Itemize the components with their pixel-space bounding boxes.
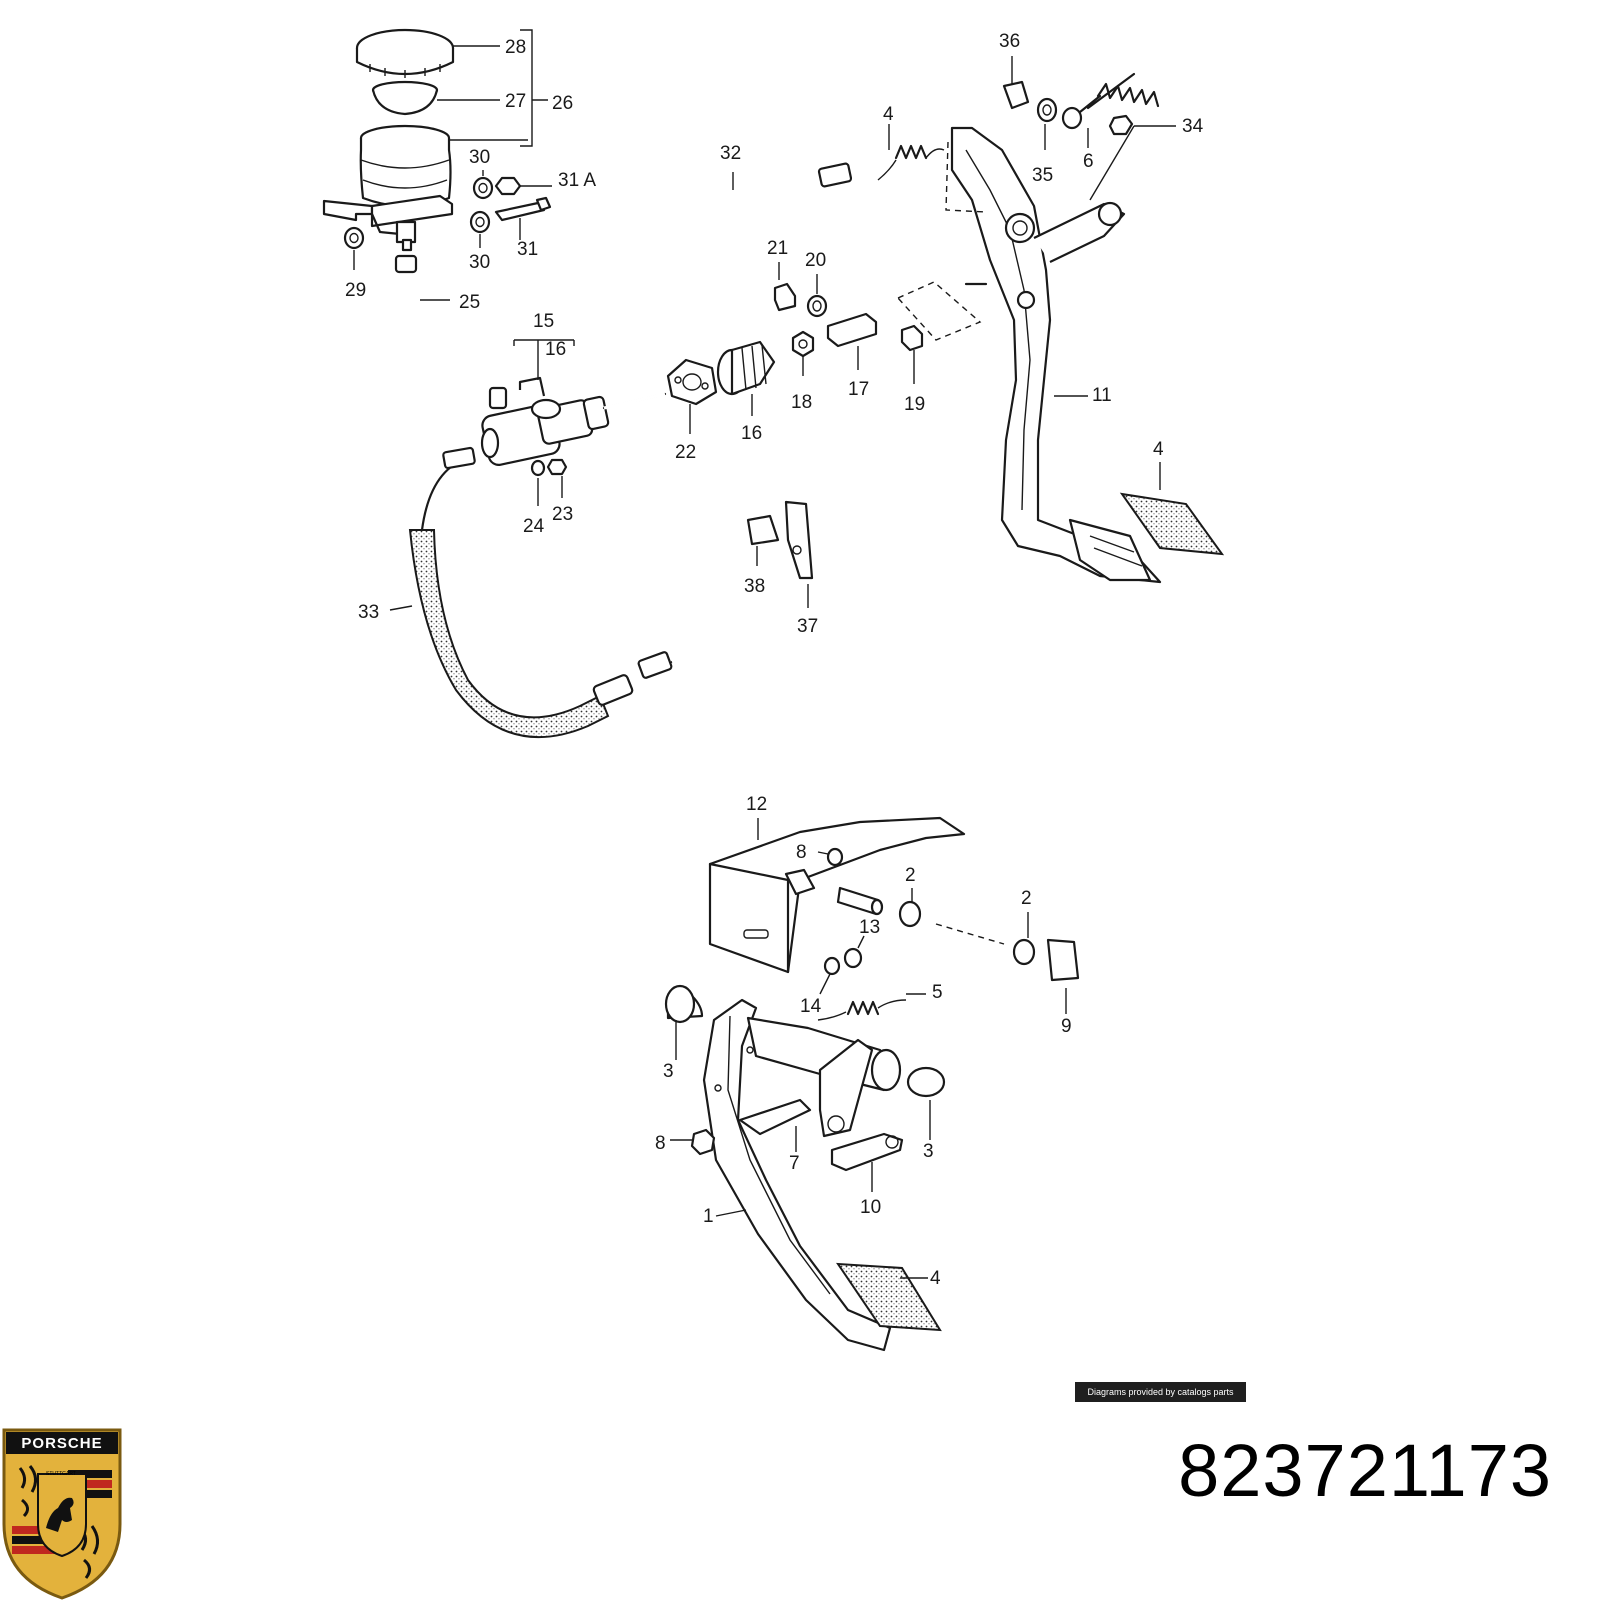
porsche-crest-logo (2, 1428, 122, 1600)
callout-7: 7 (789, 1153, 800, 1174)
brake-pedal (702, 998, 902, 1352)
callout-32: 32 (720, 143, 741, 164)
callout-1: 1 (703, 1206, 714, 1227)
callout-20: 20 (805, 250, 826, 271)
master-cylinder (480, 376, 667, 477)
callout-14: 14 (800, 996, 822, 1017)
callout-3: 3 (663, 1061, 674, 1082)
callout-4: 4 (930, 1268, 941, 1289)
pedal-bracket (708, 816, 966, 974)
callout-23: 23 (552, 504, 573, 525)
nut-lower (690, 1128, 716, 1156)
callout-16: 16 (545, 339, 566, 360)
pressure-line (637, 162, 853, 679)
callout-12: 12 (746, 794, 767, 815)
stop-bracket (746, 500, 814, 580)
reservoir-body (359, 124, 452, 208)
boot (716, 340, 776, 396)
credit-badge: Diagrams provided by catalogs parts (1075, 1382, 1246, 1402)
callout-8: 8 (655, 1133, 666, 1154)
callout-38: 38 (744, 576, 765, 597)
callout-15: 15 (533, 311, 554, 332)
callout-10: 10 (860, 1197, 881, 1218)
callout-9: 9 (1061, 1016, 1072, 1037)
callout-22: 22 (675, 442, 696, 463)
pedal-pad-lower (836, 1262, 942, 1332)
callout-30: 30 (469, 252, 490, 273)
callout-34: 34 (1182, 116, 1204, 137)
clutch-helper-spring (1002, 72, 1160, 136)
callout-11: 11 (1092, 385, 1112, 406)
return-spring-upper (877, 144, 945, 181)
callout-5: 5 (932, 982, 943, 1003)
callout-28: 28 (505, 37, 526, 58)
callout-35: 35 (1032, 165, 1053, 186)
pedal-pad-upper (1119, 492, 1225, 556)
logo-city: STUTTGART (46, 1471, 76, 1477)
reservoir-cap (355, 28, 455, 78)
callout-13: 13 (859, 917, 880, 938)
flexible-hose (408, 446, 634, 739)
pushrod-parts (773, 282, 924, 358)
callout-6: 6 (1083, 151, 1094, 172)
callout-21: 21 (767, 238, 788, 259)
callout-2: 2 (905, 865, 916, 886)
callout-30: 30 (469, 147, 490, 168)
callout-31a: 31 A (558, 170, 596, 191)
bushings (664, 900, 1080, 1098)
callout-24: 24 (523, 516, 545, 537)
washers-nuts-reservoir (343, 176, 552, 250)
return-spring-lower (817, 999, 907, 1021)
fluid-hose (394, 254, 508, 410)
callout-8: 8 (796, 842, 807, 863)
callout-19: 19 (904, 394, 925, 415)
callout-4: 4 (883, 104, 894, 125)
callout-3: 3 (923, 1141, 934, 1162)
pivot-shaft-lower (784, 847, 884, 976)
callout-36: 36 (999, 31, 1020, 52)
callout-18: 18 (791, 392, 812, 413)
callout-2: 2 (1021, 888, 1032, 909)
clutch-pedal (896, 126, 1162, 584)
linkage-lever (830, 1132, 904, 1172)
callout-33: 33 (358, 602, 379, 623)
mounting-plate (666, 358, 718, 406)
reservoir-bracket (322, 194, 454, 252)
callout-17: 17 (848, 379, 869, 400)
logo-wordmark: PORSCHE (21, 1435, 103, 1452)
reservoir-filter (371, 80, 439, 116)
callout-16: 16 (741, 423, 762, 444)
callout-27: 27 (505, 91, 526, 112)
callout-31: 31 (517, 239, 538, 260)
leader-lines (353, 29, 1176, 1279)
callout-25: 25 (459, 292, 480, 313)
callout-26: 26 (552, 93, 573, 114)
callout-4: 4 (1153, 439, 1164, 460)
callout-29: 29 (345, 280, 366, 301)
callout-labels: 28 27 26 30 31 A 30 31 29 25 15 16 32 4 … (345, 31, 1204, 1289)
part-number: 823721173 (1178, 1429, 1552, 1512)
callout-37: 37 (797, 616, 818, 637)
